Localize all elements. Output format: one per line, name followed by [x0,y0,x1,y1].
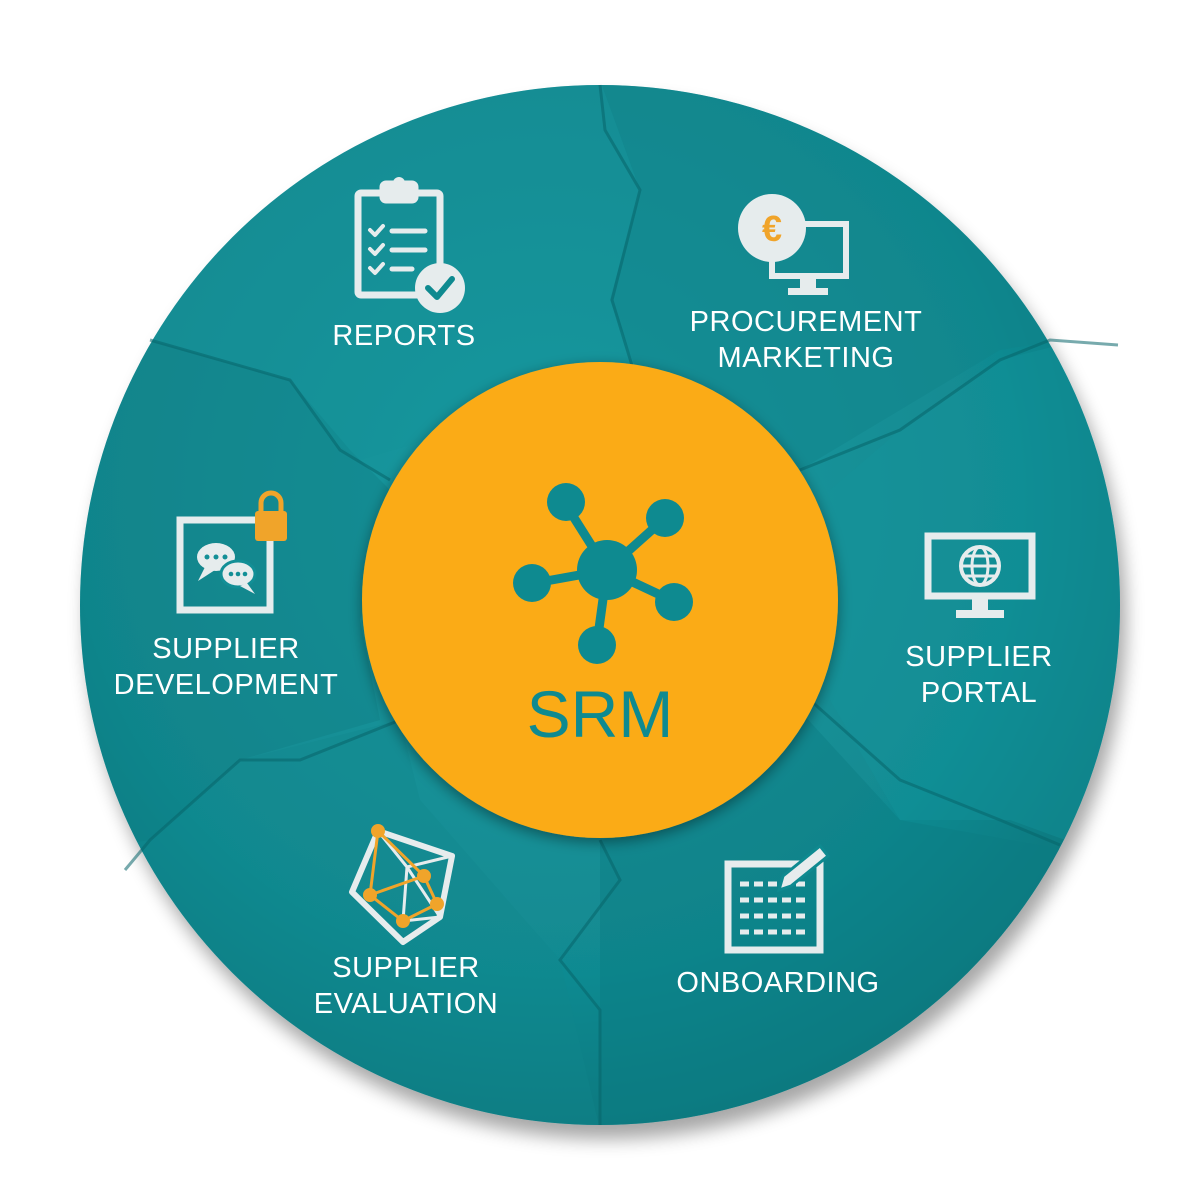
label-line: SUPPLIER [905,641,1053,673]
segment-label-reports: REPORTS [332,318,475,354]
label-line: ONBOARDING [676,967,880,999]
hub-label: SRM [526,677,674,751]
label-line: MARKETING [717,342,895,374]
segment-label-supplier-development: SUPPLIER DEVELOPMENT [114,631,339,703]
segment-label-onboarding: ONBOARDING [676,965,879,1001]
label-line: PROCUREMENT [689,306,923,338]
network-hub-icon [513,483,693,664]
label-line: SUPPLIER [332,952,480,984]
segment-label-supplier-portal: SUPPLIER PORTAL [905,639,1052,711]
svg-text:€: € [762,208,782,249]
globe-monitor-icon [924,532,1036,618]
label-line: PORTAL [920,677,1038,709]
euro-monitor-icon: € [738,194,849,295]
polygon-network-icon [349,824,455,945]
segment-label-supplier-evaluation: SUPPLIER EVALUATION [314,950,498,1022]
clipboard-check-icon [354,177,465,313]
segment-label-procurement-marketing: PROCUREMENT MARKETING [690,304,923,376]
label-line: EVALUATION [313,988,499,1020]
label-line: SUPPLIER [152,633,300,665]
segment-seams [123,84,1119,1125]
label-line: REPORTS [332,320,476,352]
form-edit-icon [724,843,831,954]
label-line: DEVELOPMENT [113,669,339,701]
chat-lock-icon [176,490,287,614]
